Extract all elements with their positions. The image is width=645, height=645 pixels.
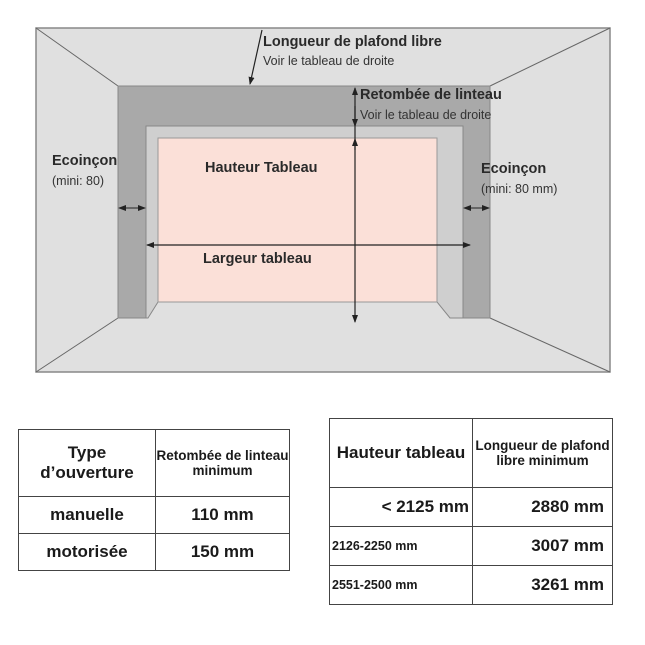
lintel-label: Retombée de linteau	[360, 87, 502, 103]
table-header-row: Hauteur tableau Longueur de plafond libr…	[329, 418, 613, 488]
cell-height: 2126-2250 mm	[329, 526, 473, 566]
right-corner-label: Ecoinçon	[481, 161, 547, 177]
table-row: 2551-2500 mm 3261 mm	[329, 565, 613, 605]
header-opening-type: Type d’ouverture	[18, 429, 156, 497]
table-row: 2126-2250 mm 3007 mm	[329, 526, 613, 566]
width-label: Largeur tableau	[203, 251, 312, 267]
table-row: motorisée 150 mm	[18, 533, 290, 571]
cell-value: 110 mm	[155, 496, 290, 534]
header-min-lintel: Retombée de linteau minimum	[155, 429, 290, 497]
cell-type: manuelle	[18, 496, 156, 534]
cell-height: < 2125 mm	[329, 487, 473, 527]
lintel-table: Type d’ouverture Retombée de linteau min…	[18, 429, 290, 571]
left-corner-label: Ecoinçon	[52, 153, 118, 169]
height-label: Hauteur Tableau	[205, 160, 318, 176]
ceiling-length-label: Longueur de plafond libre	[263, 34, 442, 50]
cell-ceiling: 3261 mm	[472, 565, 613, 605]
header-min-ceiling: Longueur de plafond libre minimum	[472, 418, 613, 488]
ceiling-table: Hauteur tableau Longueur de plafond libr…	[329, 418, 613, 605]
lintel-note: Voir le tableau de droite	[360, 108, 492, 122]
cell-ceiling: 2880 mm	[472, 487, 613, 527]
cell-value: 150 mm	[155, 533, 290, 571]
garage-opening-drawing	[35, 27, 611, 373]
cell-ceiling: 3007 mm	[472, 526, 613, 566]
cell-type: motorisée	[18, 533, 156, 571]
garage-door-diagram: Longueur de plafond libre Voir le tablea…	[35, 27, 611, 373]
right-corner-min: (mini: 80 mm)	[481, 182, 558, 196]
table-row: < 2125 mm 2880 mm	[329, 487, 613, 527]
table-row: manuelle 110 mm	[18, 496, 290, 534]
left-corner-min: (mini: 80)	[52, 174, 105, 188]
header-height: Hauteur tableau	[329, 418, 473, 488]
ceiling-length-note: Voir le tableau de droite	[263, 54, 395, 68]
cell-height: 2551-2500 mm	[329, 565, 473, 605]
table-header-row: Type d’ouverture Retombée de linteau min…	[18, 429, 290, 497]
